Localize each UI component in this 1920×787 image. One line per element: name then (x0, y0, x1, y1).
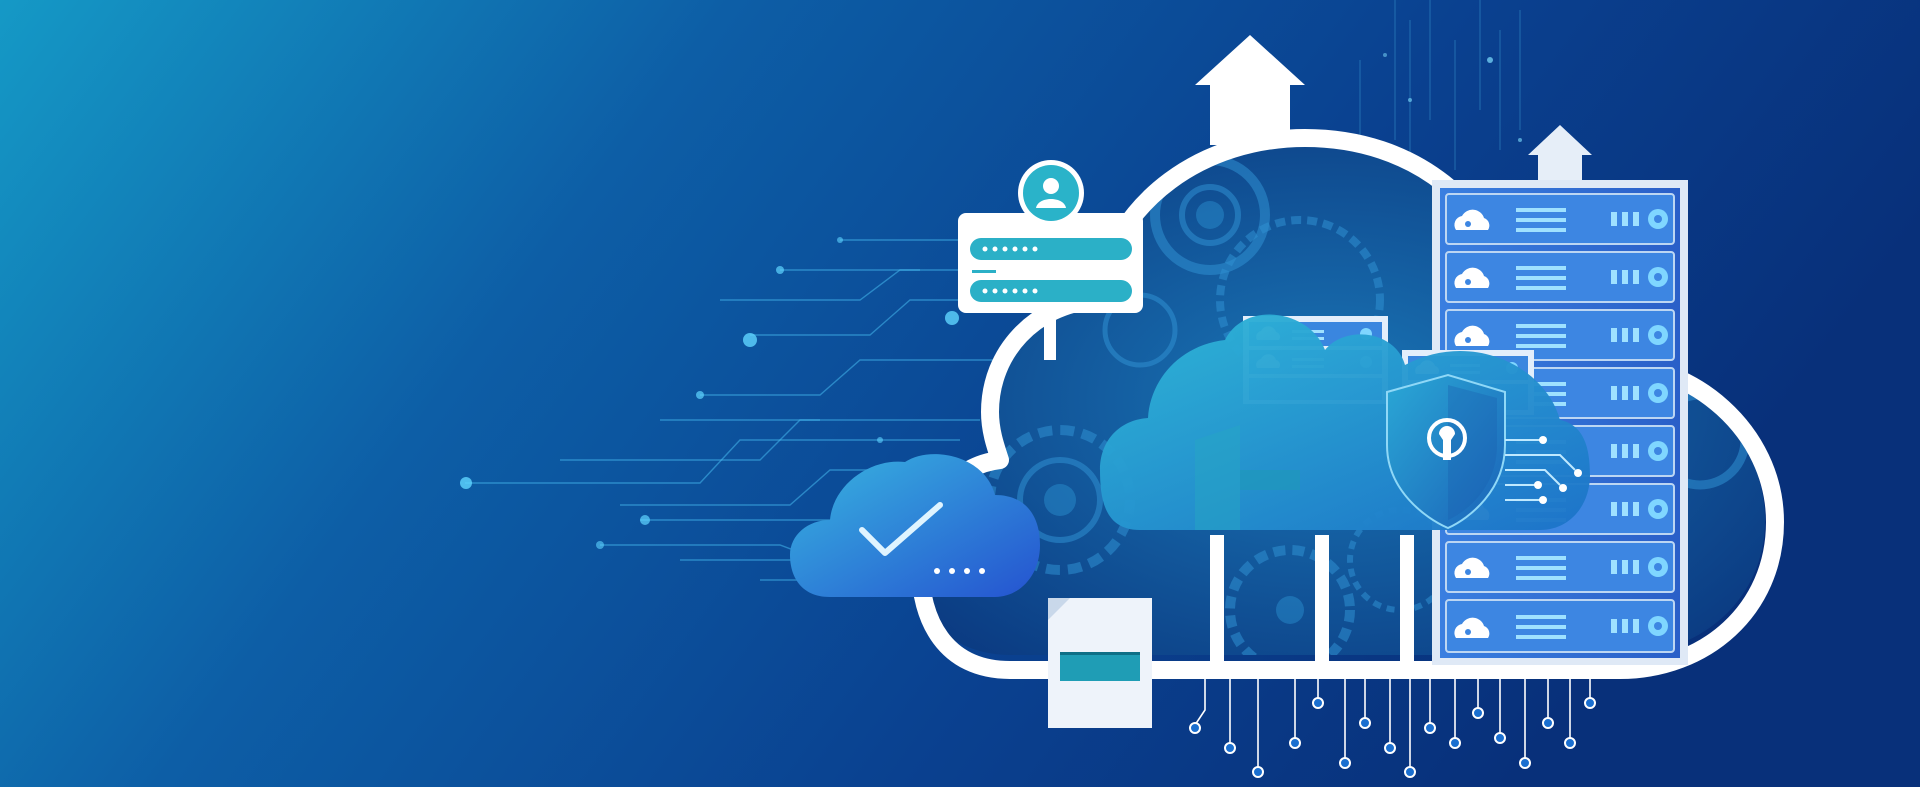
rack-upload-arrow-icon (1528, 125, 1592, 188)
document-icon (1048, 598, 1152, 728)
cloud-base-connectors (1194, 670, 1591, 770)
upload-arrow-icon (1195, 35, 1305, 145)
user-avatar-icon (1018, 160, 1084, 226)
login-form-icon (958, 213, 1143, 360)
shield-lock-icon (1386, 373, 1506, 530)
glow-dots (1383, 53, 1522, 142)
shield-circuits (1505, 439, 1576, 501)
check-cloud-icon (790, 454, 1040, 597)
cloud-base-nodes (1189, 697, 1596, 778)
